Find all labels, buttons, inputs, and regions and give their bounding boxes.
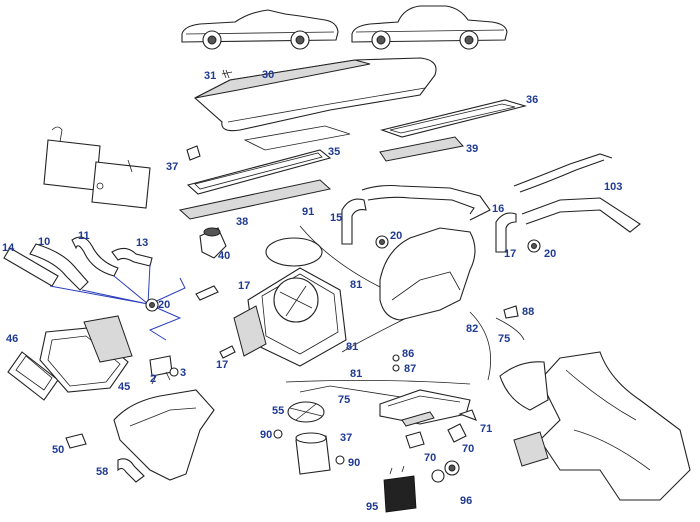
callout-39: 39 <box>466 143 478 155</box>
heater-blower-housing <box>233 237 347 367</box>
callout-96: 96 <box>460 495 472 507</box>
callout-16: 16 <box>492 203 504 215</box>
hose-part-11 <box>71 236 119 277</box>
callout-11: 11 <box>78 230 90 242</box>
fitting-part-3 <box>169 367 179 377</box>
callout-91: 91 <box>302 206 314 218</box>
callout-20-left: 20 <box>158 299 170 311</box>
blower-motor <box>295 432 331 475</box>
seal-strip-part-38 <box>178 179 332 220</box>
cap-part-40 <box>199 227 227 259</box>
callout-35: 35 <box>328 146 340 158</box>
callout-103: 103 <box>604 181 622 193</box>
callout-81-top: 81 <box>350 279 362 291</box>
callout-55: 55 <box>272 405 284 417</box>
gasket-part-35 <box>186 149 332 195</box>
callout-20-right: 20 <box>544 248 556 260</box>
callout-46: 46 <box>6 333 18 345</box>
callout-90-left: 90 <box>260 429 272 441</box>
callout-75-bottom: 75 <box>338 394 350 406</box>
callout-17-left: 17 <box>216 359 228 371</box>
callout-10: 10 <box>38 236 50 248</box>
heater-control-panel <box>379 389 471 427</box>
duct-hose-part-15 <box>341 198 367 245</box>
car-convertible-illustration <box>181 9 339 50</box>
callout-31: 31 <box>204 70 216 82</box>
callout-3: 3 <box>180 367 186 379</box>
heater-duct-lower-left <box>113 389 215 481</box>
heater-distribution-housing <box>379 227 476 321</box>
callout-87: 87 <box>404 363 416 375</box>
duct-part-right-small <box>499 361 549 411</box>
callout-40: 40 <box>218 250 230 262</box>
defroster-duct-part-30 <box>194 57 437 151</box>
callout-81-bottom: 81 <box>350 368 362 380</box>
callout-20-center: 20 <box>390 230 402 242</box>
car-coupe-illustration <box>351 5 508 50</box>
duct-hose-part-16 <box>495 212 517 253</box>
connector-part-96 <box>431 460 460 483</box>
clamp-part-20-left <box>145 298 159 312</box>
callout-58: 58 <box>96 466 108 478</box>
callout-86: 86 <box>402 348 414 360</box>
callout-95: 95 <box>366 501 378 513</box>
screw-part-31 <box>221 69 233 79</box>
hose-part-10 <box>29 243 89 291</box>
resistor-block-part-95 <box>383 465 417 513</box>
callout-70-left: 70 <box>424 452 436 464</box>
callout-labels: 31 30 36 37 35 39 103 91 15 20 16 38 17 … <box>2 69 622 513</box>
callout-70-right: 70 <box>462 443 474 455</box>
air-tube-part-left <box>361 184 491 221</box>
heater-core-part-45 <box>39 315 133 393</box>
hose-part-58 <box>117 458 145 483</box>
clips-and-brackets <box>392 305 519 449</box>
callout-2: 2 <box>150 373 156 385</box>
grommet-part-50 <box>65 433 87 449</box>
leader-lines-hoses <box>49 263 186 341</box>
clamp-part-20-right <box>527 239 541 253</box>
footwell-duct-right <box>513 351 691 501</box>
callout-81-middle: 81 <box>346 341 358 353</box>
callout-37-top: 37 <box>166 161 178 173</box>
callout-17-center: 17 <box>238 280 250 292</box>
callout-30: 30 <box>262 69 274 81</box>
callout-50: 50 <box>52 444 64 456</box>
hose-part-13 <box>111 247 153 267</box>
callout-37-bottom: 37 <box>340 432 352 444</box>
callout-15: 15 <box>330 212 342 224</box>
callout-38: 38 <box>236 216 248 228</box>
clamp-part-20-center <box>375 235 389 249</box>
sun-visor-assembly <box>43 126 151 209</box>
callout-71: 71 <box>480 423 492 435</box>
clip-part-37-top <box>186 145 201 161</box>
callout-90-right: 90 <box>348 457 360 469</box>
callout-45: 45 <box>118 381 130 393</box>
nut-part-90 <box>273 429 345 465</box>
callout-36: 36 <box>526 94 538 106</box>
callout-88: 88 <box>522 306 534 318</box>
callout-14: 14 <box>2 242 15 254</box>
heater-frame-part-46 <box>7 351 59 401</box>
blower-fan-part-55 <box>287 401 325 423</box>
callout-13: 13 <box>136 237 148 249</box>
callout-17-right: 17 <box>504 248 516 260</box>
gasket-part-36 <box>380 99 528 138</box>
hose-part-17-center <box>195 285 236 359</box>
hose-part-14 <box>3 247 59 287</box>
callout-82: 82 <box>466 323 478 335</box>
foam-strip-part-39 <box>379 136 464 162</box>
air-tube-part-103 <box>513 153 641 233</box>
callout-75-right: 75 <box>498 333 510 345</box>
